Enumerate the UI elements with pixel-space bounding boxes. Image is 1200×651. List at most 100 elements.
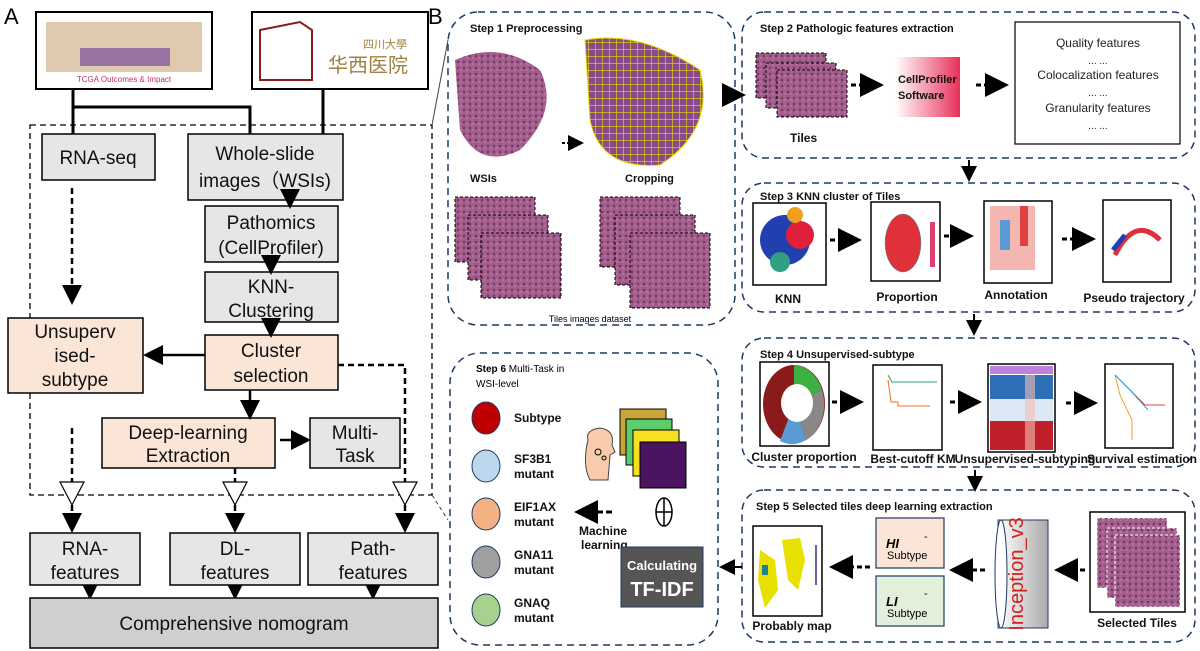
svg-text:Cropping: Cropping (625, 173, 674, 185)
comprehensive-nomogram-box: Comprehensive nomogram (29, 597, 439, 649)
features-list-box: Quality features ... ... Colocalization … (1014, 21, 1181, 145)
survival-estimation-plot (1104, 363, 1174, 449)
task-label: SF3B1 (514, 452, 552, 466)
west-china-hospital-logo: 四川大學 华西医院 (251, 11, 429, 90)
hi-subtype-box: HI-Subtype (875, 517, 945, 569)
svg-text:KNN-: KNN- (248, 277, 294, 298)
cluster-selection-box: Cluster selection (204, 334, 339, 391)
svg-text:Cluster: Cluster (241, 341, 302, 362)
knn-clustering-box: KNN- Clustering (204, 271, 339, 323)
svg-text:Task: Task (335, 446, 375, 467)
wsi-box: Whole-slide images（WSIs) (187, 133, 344, 201)
svg-text:Whole-slide: Whole-slide (215, 144, 314, 165)
annotation-heatmap (983, 200, 1053, 284)
deep-learning-extraction-box: Deep-learning Extraction (101, 417, 276, 469)
svg-text:Machine: Machine (579, 524, 627, 538)
svg-text:Extraction: Extraction (146, 446, 230, 467)
svg-text:Step 4 Unsupervised-subtype: Step 4 Unsupervised-subtype (760, 349, 915, 361)
svg-text:ised-: ised- (54, 346, 95, 367)
task-label: GNA11 (514, 548, 554, 562)
svg-text:(CellProfiler): (CellProfiler) (218, 238, 324, 259)
step3-panel: Step 3 KNN cluster of Tiles KNN Proporti… (741, 182, 1196, 313)
step4-panel: Step 4 Unsupervised-subtype Cluster prop… (741, 337, 1197, 468)
pathomics-box: Pathomics (CellProfiler) (204, 205, 339, 263)
multi-task-box: Multi- Task (309, 417, 401, 469)
svg-text:Step 5 Selected tiles deep le: Step 5 Selected tiles deep learning extr… (756, 501, 993, 513)
svg-text:Cluster proportion: Cluster proportion (751, 450, 856, 464)
svg-text:Multi-: Multi- (332, 423, 378, 444)
svg-text:RNA-: RNA- (62, 539, 108, 560)
cellprofiler-software-box: CellProfiler Software (895, 57, 960, 117)
task-label: GNAQ (514, 596, 550, 610)
selected-tiles-image (1089, 511, 1186, 613)
svg-text:Unsuperv: Unsuperv (34, 322, 116, 343)
svg-text:Path-: Path- (350, 539, 395, 560)
task-subtype: Subtype (471, 401, 562, 435)
svg-text:Probably map: Probably map (752, 619, 831, 633)
svg-text:Subtype: Subtype (887, 550, 927, 562)
direct-sum-icon (655, 497, 673, 527)
svg-text:... ...: ... ... (1088, 88, 1107, 99)
task-label: Subtype (514, 411, 562, 425)
best-cutoff-km-plot (872, 364, 943, 451)
svg-text:subtype: subtype (42, 370, 109, 391)
panel-a-connectors (62, 188, 415, 600)
zoom-lines (431, 39, 449, 521)
head-icon (584, 427, 616, 481)
svg-text:Survival estimation: Survival estimation (1087, 452, 1197, 466)
svg-text:HI: HI (886, 536, 899, 551)
task-color-marker (471, 497, 501, 531)
knn-plot (752, 202, 827, 286)
svg-text:... ...: ... ... (1088, 56, 1107, 67)
svg-text:Step 3 KNN cluster of Tiles: Step 3 KNN cluster of Tiles (760, 191, 900, 203)
task-color-marker (471, 401, 501, 435)
step2-panel: Step 2 Pathologic features extraction Ti… (741, 11, 1196, 159)
svg-text:WSIs: WSIs (470, 173, 497, 185)
svg-text:selection: selection (234, 366, 309, 387)
proportion-plot (870, 201, 941, 282)
svg-text:TCGA Outcomes & Impact: TCGA Outcomes & Impact (77, 75, 172, 84)
panel-b-label: B (428, 4, 443, 29)
task-label: mutant (514, 611, 554, 625)
li-subtype-box: LI-Subtype (875, 575, 945, 627)
path-features-box: Path- features (307, 532, 439, 586)
svg-text:Colocalization features: Colocalization features (1037, 68, 1158, 82)
tiles-stack-left (454, 196, 562, 299)
svg-text:Tiles images dataset: Tiles images dataset (549, 314, 632, 324)
task-color-marker (471, 593, 501, 627)
svg-text:CellProfiler: CellProfiler (898, 74, 957, 86)
task-color-marker (471, 449, 501, 483)
step1-panel: Step 1 Preprocessing WSIs Cropping Tiles… (447, 11, 736, 326)
svg-text:华西医院: 华西医院 (328, 54, 408, 77)
svg-text:Unsupervised-subtyping: Unsupervised-subtyping (955, 452, 1096, 466)
svg-text:Tiles: Tiles (790, 131, 817, 145)
feature-maps-stack-icon (619, 408, 687, 489)
rna-seq-box: RNA-seq (41, 133, 156, 181)
svg-text:Pseudo trajectory: Pseudo trajectory (1083, 291, 1185, 305)
svg-text:RNA-seq: RNA-seq (59, 148, 136, 169)
svg-text:Granularity features: Granularity features (1045, 101, 1150, 115)
svg-text:Deep-learning: Deep-learning (128, 423, 247, 444)
svg-text:KNN: KNN (775, 292, 801, 306)
step5-panel: Step 5 Selected tiles deep learning extr… (741, 489, 1196, 643)
svg-text:Annotation: Annotation (984, 288, 1047, 302)
wsi-thumbnail (455, 52, 547, 157)
svg-text:features: features (201, 563, 270, 584)
svg-text:Calculating: Calculating (627, 558, 697, 573)
svg-text:features: features (339, 563, 408, 584)
unsupervised-subtyping-heatmap (987, 363, 1056, 453)
svg-text:WSI-level: WSI-level (476, 379, 519, 390)
svg-text:Pathomics: Pathomics (227, 213, 316, 234)
svg-text:... ...: ... ... (1088, 121, 1107, 132)
svg-text:-: - (924, 588, 928, 600)
svg-text:DL-: DL- (220, 539, 251, 560)
svg-text:Step 6 Multi-Task in: Step 6 Multi-Task in (476, 364, 564, 375)
svg-text:TF-IDF: TF-IDF (630, 579, 693, 601)
svg-text:learning: learning (581, 538, 628, 552)
svg-text:images（WSIs): images（WSIs) (199, 170, 331, 192)
